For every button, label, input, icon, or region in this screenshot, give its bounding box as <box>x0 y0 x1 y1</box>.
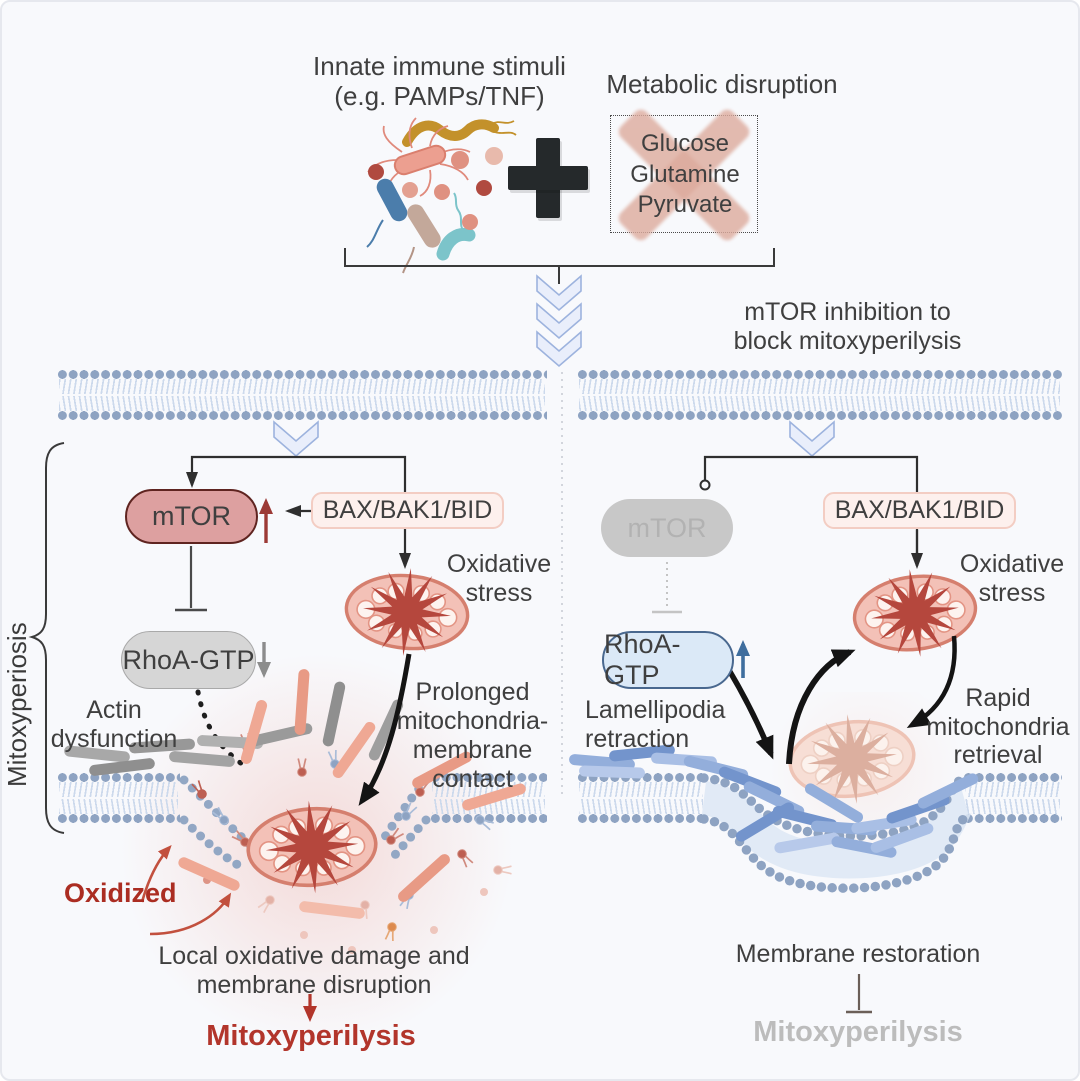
stimuli-title: Innate immune stimuli (e.g. PAMPs/TNF) <box>313 51 566 111</box>
retrieval-cycle-arrow-down <box>906 635 957 728</box>
bax-node-right: BAX/BAK1/BID <box>823 492 1016 529</box>
oxidized-label: Oxidized <box>64 878 177 908</box>
mitoxyperiosis-label: Mitoxyperiosis <box>2 622 32 787</box>
mitoxyperiosis-brace <box>28 442 65 834</box>
rhoa-to-membrane-arrow <box>726 668 774 760</box>
plasma-membrane-top-right <box>577 369 1062 421</box>
actin-dysfunction-dotted-curve <box>195 689 245 767</box>
chevron-down-stack-icon <box>536 275 582 367</box>
microbes-icon <box>366 117 517 274</box>
mitochondria-icon-damage <box>245 796 379 897</box>
mitoxyperilysis-left: Mitoxyperilysis <box>206 1020 416 1052</box>
damaged-membrane-left-a <box>57 772 180 824</box>
plus-icon <box>508 138 588 218</box>
mitochondria-faded-icon <box>786 708 919 810</box>
mito-membrane-contact-arrow <box>358 653 412 806</box>
inactive-tbar <box>652 562 682 614</box>
rhoa-node-left: RhoA-GTP <box>121 631 256 689</box>
restoration-inhibits-tbar <box>846 974 872 1014</box>
mitoxyperilysis-right: Mitoxyperilysis <box>753 1016 963 1048</box>
plasma-membrane-top-left <box>57 369 547 421</box>
metabolite-list: Glucose Glutamine Pyruvate <box>630 130 740 219</box>
chevron-down-icon-left <box>273 421 319 457</box>
mtor-node-left: mTOR <box>125 489 258 544</box>
stimuli-bracket <box>344 248 775 267</box>
membrane-restoration-label: Membrane restoration <box>735 940 981 968</box>
annotation-arrows <box>140 845 872 1022</box>
retrieval-cycle-arrow-up <box>786 649 856 765</box>
left-signal-connectors <box>175 455 411 767</box>
metabolites-box: Glucose Glutamine Pyruvate <box>610 106 758 244</box>
chevron-down-icon-right <box>789 421 835 457</box>
mtor-inhibits-rhoa-tbar <box>175 546 207 612</box>
bax-node-left: BAX/BAK1/BID <box>311 492 504 529</box>
metabolic-title: Metabolic disruption <box>606 69 838 99</box>
right-header: mTOR inhibition to block mitoxyperilysis <box>733 298 962 355</box>
rhoa-node-right: RhoA-GTP <box>602 629 734 690</box>
prolonged-contact-label: Prolonged mitochondria- membrane contact <box>396 678 549 793</box>
restored-membrane-right-b <box>963 772 1062 824</box>
blocked-signal-circle <box>699 479 711 491</box>
mtor-node-right: mTOR <box>601 499 733 557</box>
action-arrows <box>358 635 957 806</box>
rapid-retrieval-label: Rapid mitochondria retrieval <box>926 684 1070 769</box>
